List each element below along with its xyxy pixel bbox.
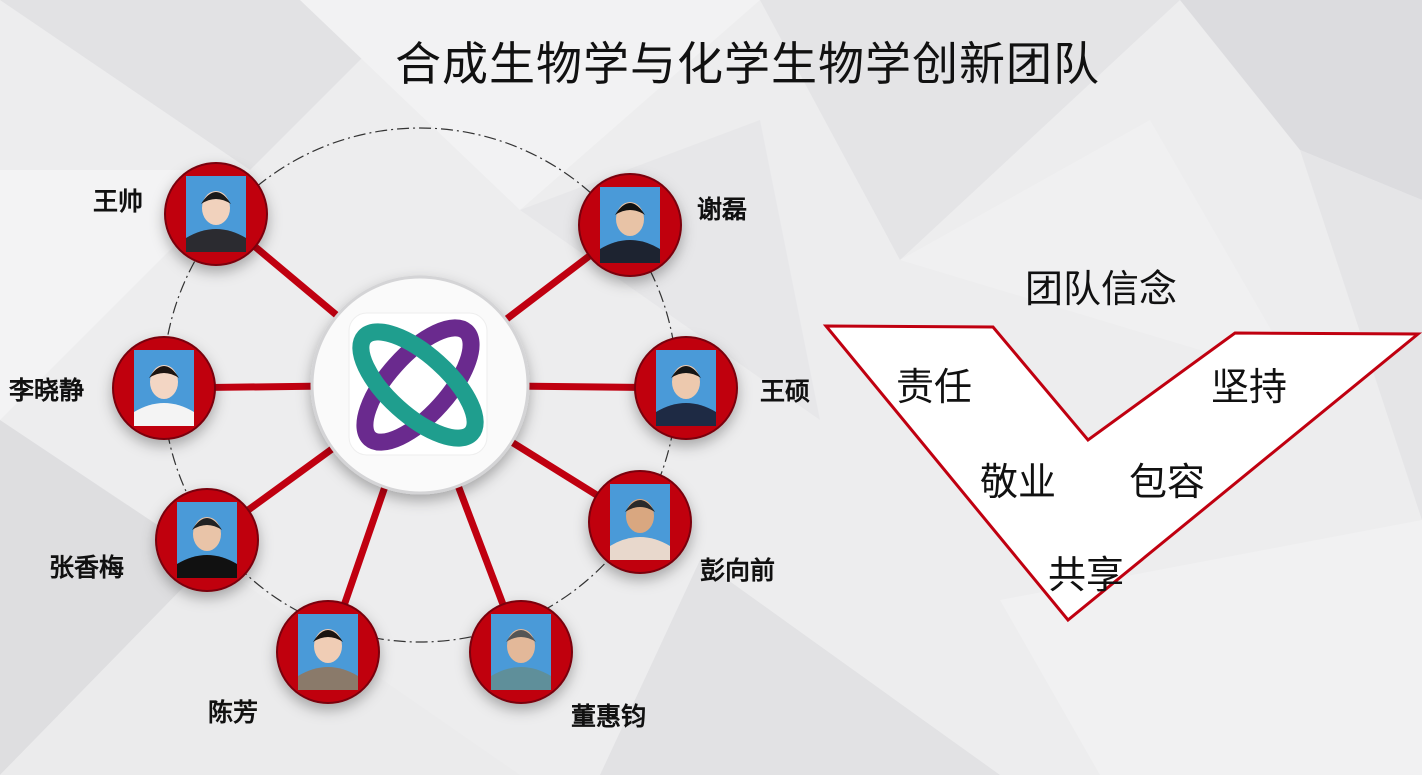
belief-word: 坚持 [1211, 365, 1288, 409]
belief-word: 责任 [896, 365, 973, 409]
member-name: 李晓静 [9, 376, 85, 405]
belief-word: 共享 [1048, 553, 1125, 597]
connector-line [497, 251, 594, 328]
center-hub [310, 275, 530, 495]
member-name: 陈芳 [208, 698, 259, 727]
member-node [276, 600, 380, 704]
page-title: 合成生物学与化学生物学创新团队 [395, 37, 1100, 91]
connector-line [250, 242, 346, 324]
member-name: 张香梅 [49, 553, 125, 582]
member-node [164, 162, 268, 266]
connector-line [340, 478, 391, 608]
member-name: 彭向前 [700, 556, 776, 585]
member-node [155, 488, 259, 592]
connector-line [452, 477, 508, 609]
member-node [112, 336, 216, 440]
connector-line [243, 441, 342, 515]
connector-line [519, 382, 639, 391]
member-name: 王硕 [760, 377, 811, 406]
belief-word: 包容 [1129, 460, 1206, 504]
member-name: 董惠钧 [571, 702, 647, 731]
belief-word: 敬业 [980, 460, 1057, 504]
member-node [578, 173, 682, 277]
connector-line [211, 382, 321, 391]
member-node [634, 336, 738, 440]
member-node [469, 600, 573, 704]
member-name: 王帅 [93, 187, 144, 216]
belief-title: 团队信念 [1025, 267, 1178, 311]
orbit-logo-icon [352, 319, 484, 451]
connector-lines [211, 242, 639, 609]
connector-line [503, 434, 602, 500]
member-name: 谢磊 [697, 195, 748, 224]
member-node [588, 470, 692, 574]
